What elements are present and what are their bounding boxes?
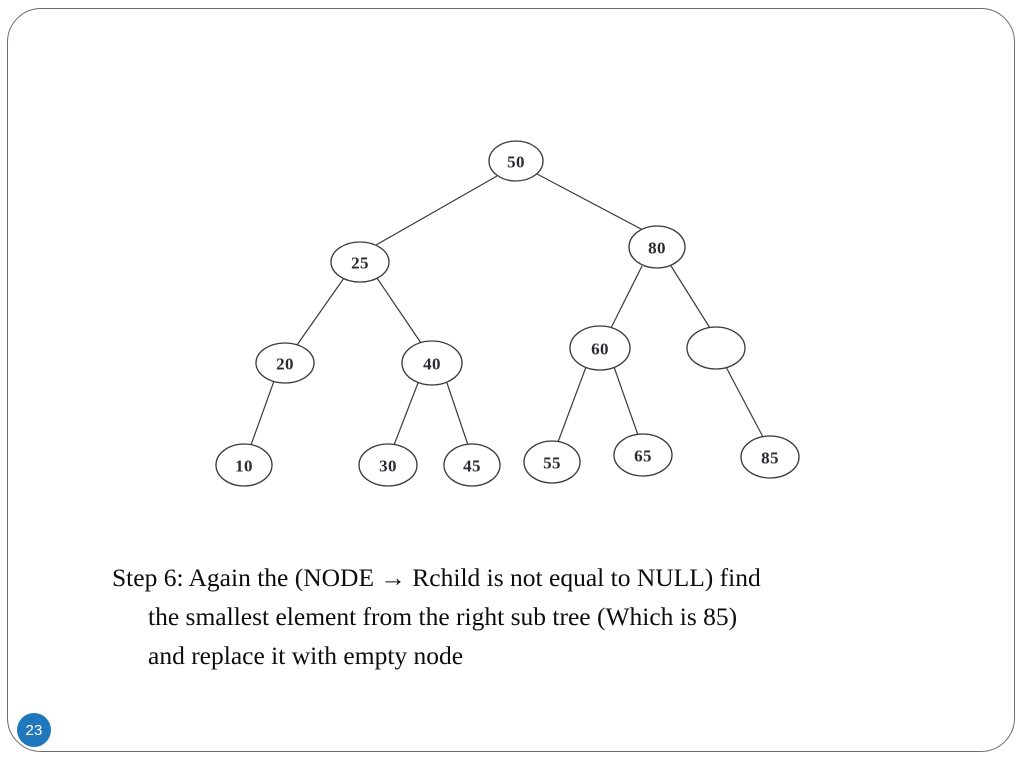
tree-node-circle [443, 443, 501, 487]
tree-edge-n25-to-n20 [296, 277, 345, 346]
tree-edge-n50-to-n25 [375, 175, 498, 246]
tree-node-65: 65 [613, 433, 673, 477]
tree-node-60: 60 [569, 325, 631, 371]
tree-nodes-group: 50 25 80 20 40 60 10 30 45 55 65 85 [215, 140, 800, 487]
tree-node-80: 80 [628, 225, 686, 269]
tree-node-30: 30 [358, 443, 418, 487]
tree-node-circle [255, 342, 315, 384]
tree-edge-nempty-to-n85 [725, 366, 764, 438]
tree-node-label: 25 [351, 254, 369, 273]
tree-node-50: 50 [488, 140, 544, 182]
caption-line-1: Step 6: Again the (NODE → Rchild is not … [112, 563, 761, 592]
tree-node-label: 60 [591, 340, 609, 359]
tree-node-circle [686, 326, 746, 370]
tree-node-label: 20 [276, 355, 294, 374]
tree-edge-n40-to-n45 [446, 382, 469, 446]
tree-edge-n80-to-nempty [670, 265, 711, 329]
tree-node-label: 50 [507, 153, 525, 172]
tree-node-circle [330, 241, 390, 283]
tree-node-empty [686, 326, 746, 370]
tree-edge-n50-to-n80 [536, 173, 644, 231]
caption-line-2: the smallest element from the right sub … [148, 602, 738, 631]
tree-edges-group [250, 173, 764, 446]
tree-edge-n80-to-n60 [610, 265, 643, 329]
tree-node-10: 10 [215, 443, 273, 487]
page-number-badge: 23 [17, 713, 51, 747]
tree-node-circle [613, 433, 673, 477]
tree-node-circle [488, 140, 544, 182]
tree-node-25: 25 [330, 241, 390, 283]
tree-edge-n25-to-n40 [376, 277, 422, 344]
tree-node-circle [569, 325, 631, 371]
tree-node-20: 20 [255, 342, 315, 384]
tree-node-label: 45 [463, 457, 481, 476]
tree-node-circle [523, 440, 581, 484]
tree-node-label: 30 [379, 457, 397, 476]
tree-node-85: 85 [740, 435, 800, 479]
tree-edge-n60-to-n65 [613, 366, 639, 436]
tree-node-40: 40 [401, 340, 463, 386]
tree-node-label: 80 [648, 239, 666, 258]
tree-node-45: 45 [443, 443, 501, 487]
tree-node-label: 40 [423, 355, 441, 374]
tree-node-circle [740, 435, 800, 479]
tree-node-circle [215, 443, 273, 487]
tree-node-label: 85 [761, 449, 779, 468]
caption-line-3: and replace it with empty node [148, 641, 464, 670]
tree-edge-n20-to-n10 [250, 380, 275, 446]
tree-node-label: 10 [235, 457, 253, 476]
tree-node-circle [358, 443, 418, 487]
tree-node-circle [628, 225, 686, 269]
tree-node-label: 65 [634, 447, 652, 466]
tree-node-circle [401, 340, 463, 386]
tree-edge-n60-to-n55 [557, 366, 587, 443]
tree-node-55: 55 [523, 440, 581, 484]
tree-edge-n40-to-n30 [393, 382, 419, 446]
tree-node-label: 55 [543, 454, 561, 473]
caption-text-block: Step 6: Again the (NODE → Rchild is not … [112, 558, 1018, 675]
